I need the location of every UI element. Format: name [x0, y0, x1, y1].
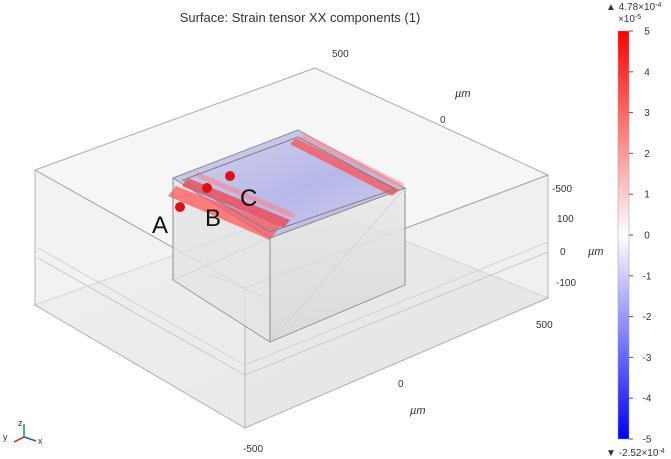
y-tick-500: 500 [332, 49, 349, 60]
colorbar-tick-label: 0 [644, 231, 650, 242]
inner-block [168, 129, 407, 343]
colorbar-ticks: 5 4 3 2 1 0 -1 -2 -3 -4 -5 [629, 27, 652, 446]
triad-z-label: z [18, 418, 23, 428]
x-axis-unit: µm [410, 405, 426, 417]
z-tick-neg100: -100 [556, 278, 576, 289]
measurement-points: A B C [152, 171, 257, 239]
colorbar-tick-label: 1 [644, 190, 650, 201]
colorbar-tick-label: 4 [644, 67, 650, 78]
colorbar-tick-label: -5 [643, 435, 652, 446]
axis-labels: 500 µm 0 -500 100 0 µm -100 500 0 µm -50… [243, 49, 604, 455]
point-c-marker[interactable] [225, 171, 235, 181]
triad-y-label: y [3, 432, 8, 442]
y-axis-unit: µm [455, 88, 471, 100]
colorbar-gradient [617, 30, 630, 440]
z-tick-0: 0 [560, 247, 566, 258]
colorbar-tick-label: -3 [643, 353, 652, 364]
colorbar-tick-label: 5 [644, 27, 650, 38]
colorbar-tick-label: -1 [643, 271, 652, 282]
z-axis-unit: µm [588, 246, 604, 258]
point-b-label: B [205, 205, 221, 232]
x-tick-neg500: -500 [243, 444, 263, 455]
point-b-marker[interactable] [202, 183, 212, 193]
y-tick-neg500: -500 [552, 184, 572, 195]
colorbar-max-label: ▲ 4.78×10-4 [606, 2, 661, 14]
orientation-triad: z x y [3, 418, 43, 446]
colorbar-tick-label: 3 [644, 108, 650, 119]
z-tick-100: 100 [557, 214, 574, 225]
point-a-label: A [152, 212, 168, 239]
colorbar-min-label: ▼ -2.52×10-4 [606, 448, 665, 459]
plot-title: Surface: Strain tensor XX components (1) [179, 10, 421, 25]
triad-x-label: x [38, 436, 43, 446]
x-tick-0: 0 [398, 379, 404, 390]
point-a-marker[interactable] [175, 202, 185, 212]
point-c-label: C [240, 185, 257, 212]
colorbar-tick-label: -4 [643, 394, 652, 405]
x-tick-500: 500 [536, 320, 553, 331]
colorbar-tick-label: 2 [644, 149, 650, 160]
colorbar: ▲ 4.78×10-4 ×10-5 5 4 3 2 1 0 -1 -2 -3 -4 -5 ▼ -2.… [606, 2, 665, 459]
y-tick-0: 0 [440, 115, 446, 126]
colorbar-scale-label: ×10-5 [618, 14, 641, 26]
colorbar-tick-label: -2 [643, 312, 652, 323]
